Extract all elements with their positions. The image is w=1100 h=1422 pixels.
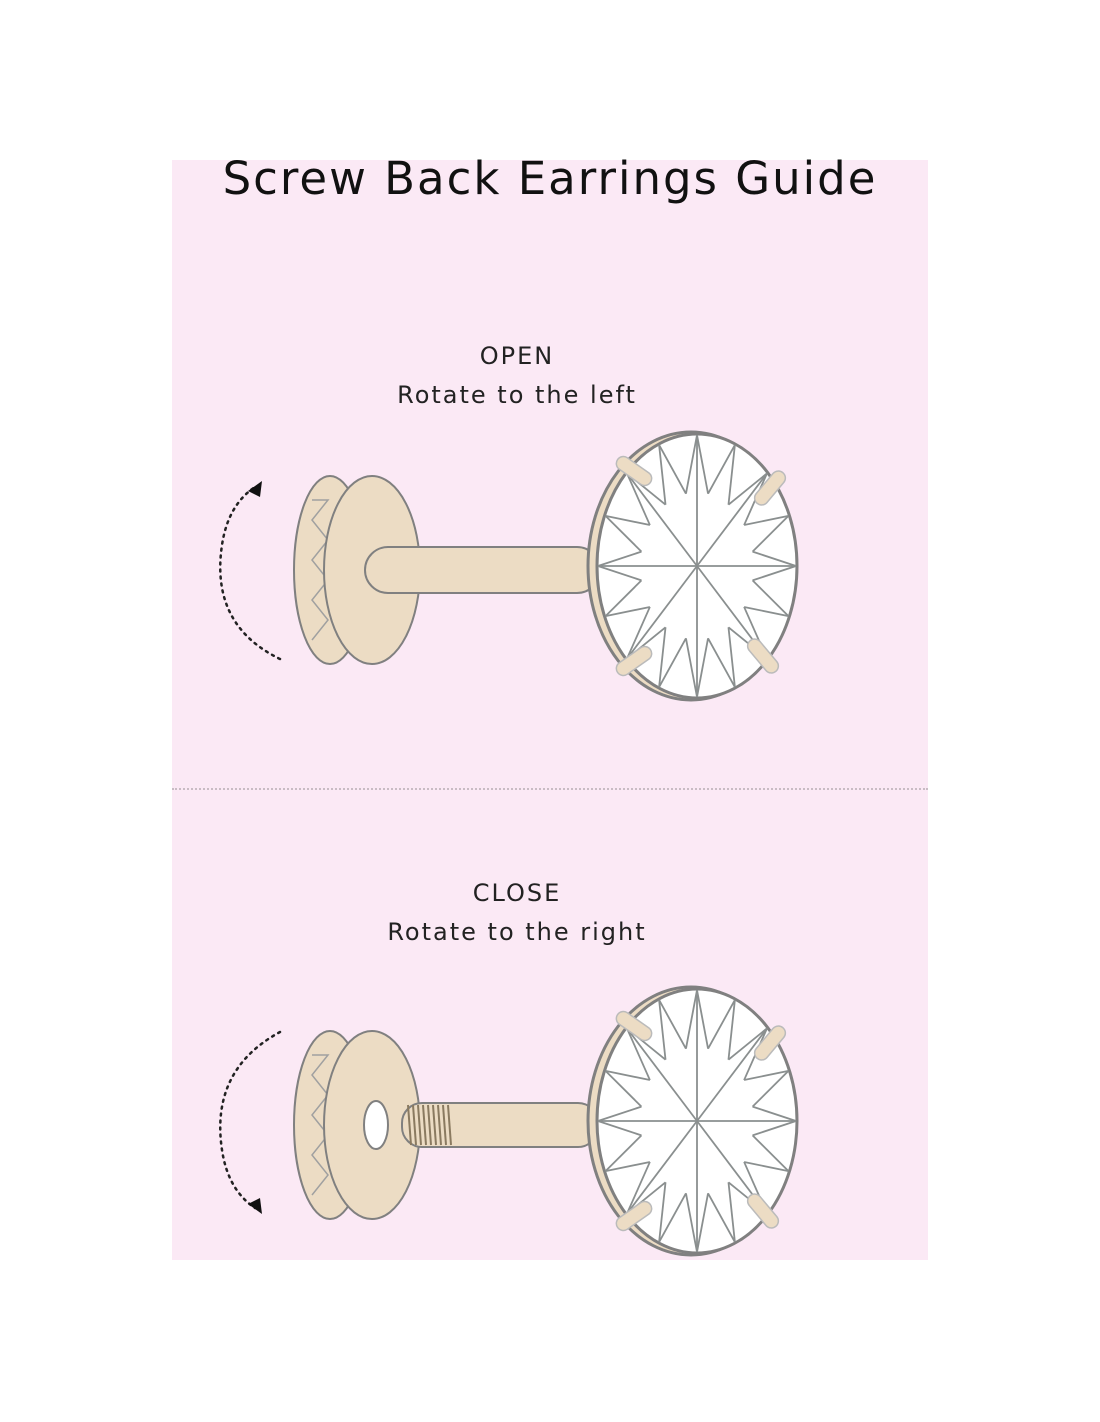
guide-panel — [172, 160, 928, 1260]
post — [364, 546, 601, 594]
arrow-head-icon — [248, 1198, 262, 1214]
open-earring-illustration — [218, 430, 799, 702]
gem-facets — [597, 989, 797, 1253]
prong — [615, 1010, 653, 1042]
close-earring-illustration — [218, 985, 799, 1257]
prong — [615, 1200, 653, 1232]
prong — [746, 1193, 780, 1229]
open-heading: OPEN — [479, 342, 555, 370]
prong — [615, 455, 653, 487]
gem-facets — [597, 434, 797, 698]
rotation-arrow — [218, 1030, 282, 1210]
arrow-head-icon — [248, 481, 262, 497]
section-divider — [172, 788, 928, 790]
open-instruction: Rotate to the left — [397, 381, 637, 409]
prong — [615, 645, 653, 677]
prong — [753, 1025, 787, 1061]
prong — [746, 638, 780, 674]
page-title: Screw Back Earrings Guide — [222, 152, 878, 205]
rotation-arrow — [218, 485, 282, 661]
screw-back-hole — [363, 1100, 389, 1150]
screw-thread — [407, 1104, 452, 1146]
close-instruction: Rotate to the right — [387, 918, 647, 946]
close-heading: CLOSE — [472, 879, 562, 907]
prong — [753, 470, 787, 506]
